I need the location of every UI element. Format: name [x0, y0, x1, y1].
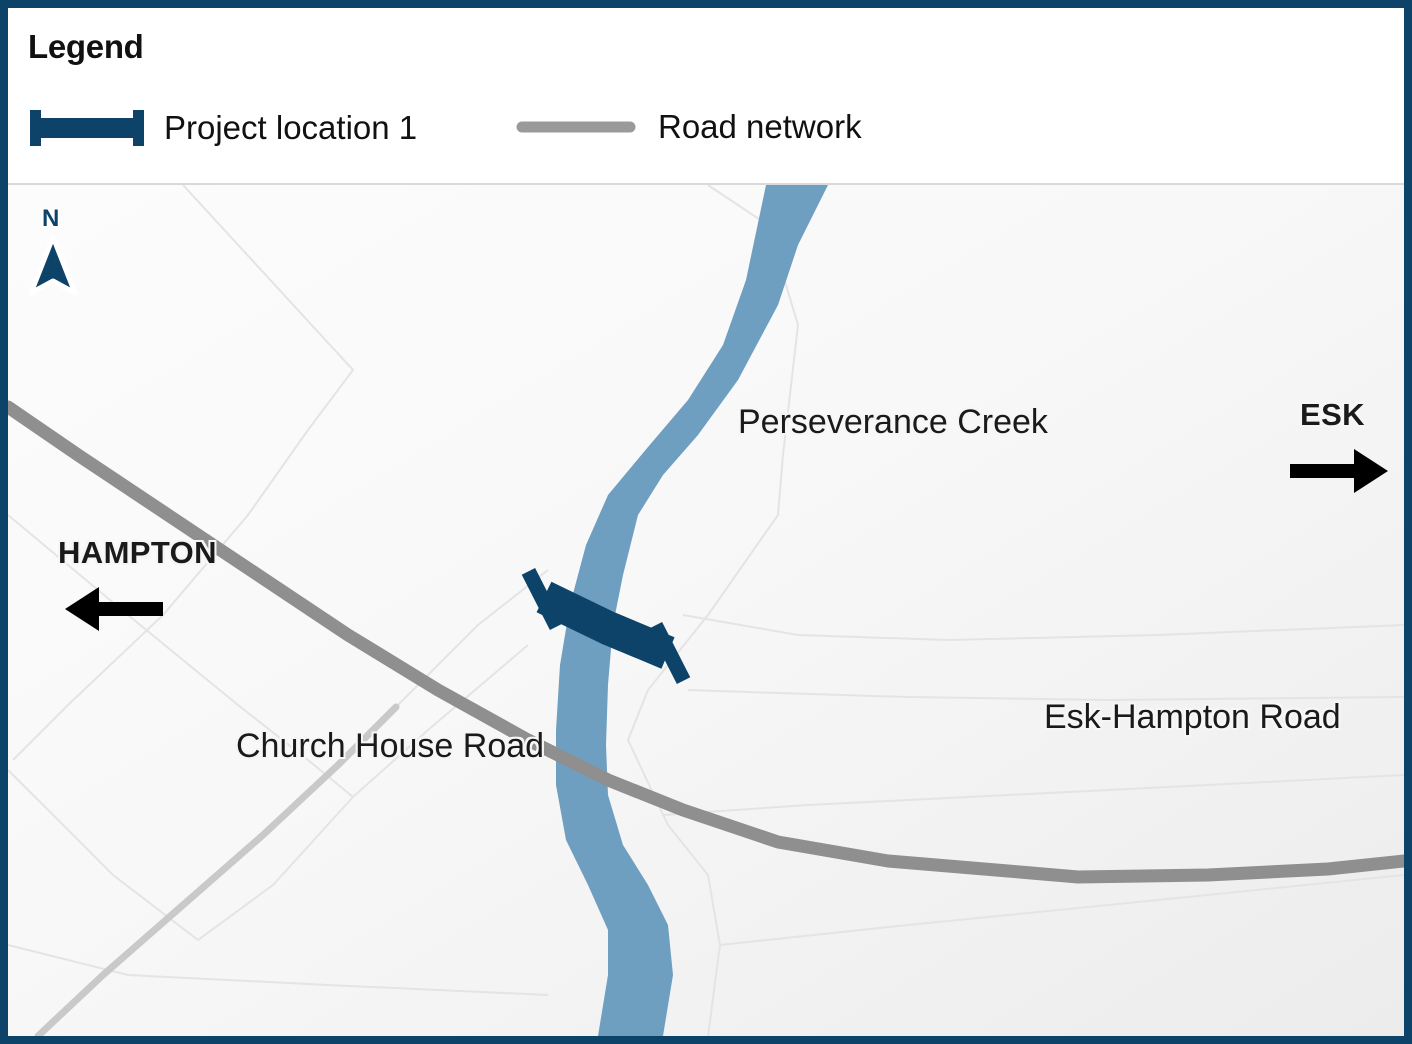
esk-direction-arrow-icon — [1290, 449, 1388, 493]
road-network-symbol-icon — [516, 121, 636, 133]
map-canvas[interactable]: N HAMPTON ESK Perseverance Creek Church … — [8, 185, 1404, 1036]
legend-item-project-location-label: Project location 1 — [164, 109, 418, 146]
map-background — [8, 185, 1404, 1036]
project-location-1-marker[interactable] — [521, 567, 691, 685]
north-arrow-icon — [28, 235, 78, 296]
legend-item-road-network: Road network — [516, 108, 862, 146]
legend-item-road-network-label: Road network — [658, 108, 862, 145]
esk-hampton-road — [8, 400, 1404, 884]
legend-item-project-location: Project location 1 — [30, 108, 417, 148]
direction-label-hampton: HAMPTON — [58, 535, 217, 570]
direction-label-esk: ESK — [1300, 397, 1365, 432]
esk-hampton-road-label: Esk-Hampton Road — [1044, 698, 1341, 736]
creek-label: Perseverance Creek — [738, 403, 1048, 441]
legend-divider — [8, 183, 1404, 185]
north-arrow-label: N — [42, 205, 60, 232]
legend-panel: Legend Project location 1 Road network — [8, 8, 1404, 183]
map-graphics — [8, 185, 1404, 1036]
legend-title: Legend — [28, 28, 144, 65]
church-house-road-label: Church House Road — [236, 727, 545, 765]
hampton-direction-arrow-icon — [65, 587, 163, 631]
church-house-road — [34, 703, 400, 1036]
project-location-symbol-icon — [30, 110, 144, 146]
